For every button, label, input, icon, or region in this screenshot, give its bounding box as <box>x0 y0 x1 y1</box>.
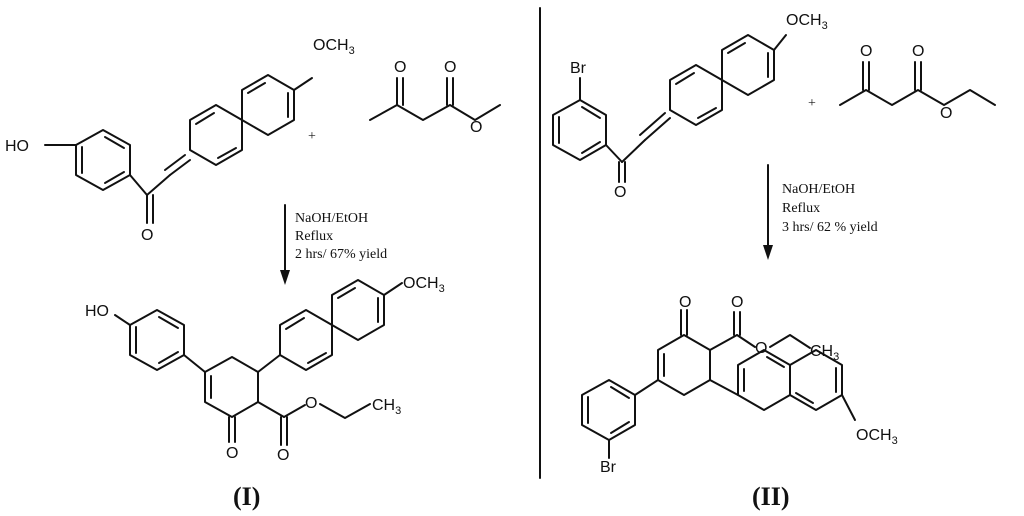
product-ester-carbonyl-oxygen-label-II: O <box>731 294 743 311</box>
bromo-label: Br <box>570 60 587 77</box>
condition-reflux-II: Reflux <box>782 201 820 216</box>
plus-sign-II: + <box>808 96 816 111</box>
keto-oxygen-label: O <box>394 59 406 76</box>
chalcone-II: Br O OCH3 <box>552 12 828 201</box>
ester-carbonyl-oxygen-label-II: O <box>912 43 924 60</box>
ester-oxygen-label: O <box>470 119 482 136</box>
hydroxy-label: HO <box>5 138 29 155</box>
condition-reagent-II: NaOH/EtOH <box>782 182 855 197</box>
product-methoxy-label: OCH3 <box>403 275 445 295</box>
product-ester-carbonyl-oxygen-label: O <box>277 447 289 464</box>
product-I: HO O O O CH3 OCH3 <box>85 275 445 464</box>
carbonyl-oxygen-label-II: O <box>614 184 626 201</box>
product-II: Br O O O CH3 OCH3 <box>581 294 898 476</box>
condition-time-yield-I: 2 hrs/ 67% yield <box>295 247 387 262</box>
keto-oxygen-label-II: O <box>860 43 872 60</box>
product-methoxy-label-II: OCH3 <box>856 427 898 447</box>
reaction-arrow-II <box>763 164 773 260</box>
ethyl-acetoacetate-II: O O O <box>839 43 996 122</box>
plus-sign-I: + <box>308 129 316 144</box>
condition-reflux-I: Reflux <box>295 229 333 244</box>
product-hydroxy-label: HO <box>85 303 109 320</box>
reaction-arrow-I <box>280 204 290 285</box>
compound-label-I: (I) <box>233 482 260 511</box>
product-ester-oxygen-label: O <box>305 395 317 412</box>
methoxy-label: OCH3 <box>313 37 355 57</box>
condition-time-yield-II: 3 hrs/ 62 % yield <box>782 220 878 235</box>
condition-reagent-I: NaOH/EtOH <box>295 211 368 226</box>
product-ketone-oxygen-label-II: O <box>679 294 691 311</box>
chalcone-I: HO O OCH3 <box>5 37 355 244</box>
ethyl-acetoacetate-I: O O O <box>369 59 501 136</box>
compound-label-II: (II) <box>752 482 790 511</box>
methoxy-label-II: OCH3 <box>786 12 828 32</box>
ester-carbonyl-oxygen-label: O <box>444 59 456 76</box>
product-ethyl-label: CH3 <box>372 397 401 417</box>
product-bromo-label: Br <box>600 459 617 476</box>
carbonyl-oxygen-label: O <box>141 227 153 244</box>
product-ketone-oxygen-label: O <box>226 445 238 462</box>
ester-oxygen-label-II: O <box>940 105 952 122</box>
